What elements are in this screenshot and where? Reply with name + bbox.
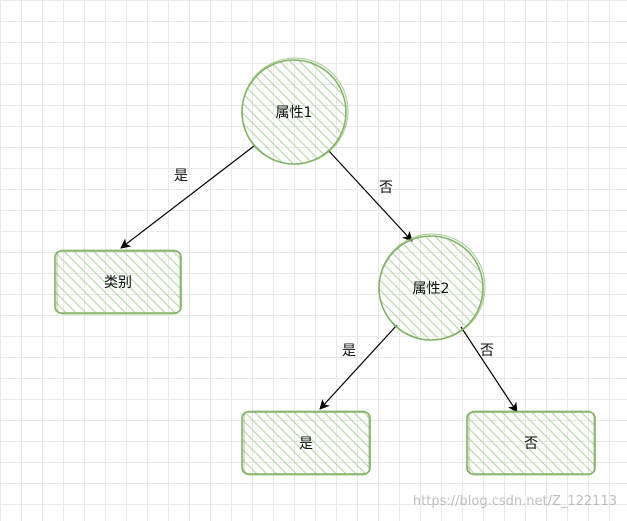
node-no-leaf: 否 <box>466 410 596 476</box>
node-attribute-1: 属性1 <box>241 57 349 165</box>
node-yes-leaf: 是 <box>241 410 371 476</box>
edge-attr2-to-yes <box>319 324 398 410</box>
edge-label-attr2-no: 否 <box>480 343 494 359</box>
node-no-leaf-label: 否 <box>524 436 538 452</box>
edge-attr1-to-class <box>120 145 255 249</box>
edge-attr2-to-no <box>460 326 518 413</box>
watermark-text: https://blog.csdn.net/Z_122113 <box>412 494 617 509</box>
node-attribute-2-label: 属性2 <box>413 281 450 297</box>
edge-label-attr2-yes: 是 <box>342 343 356 359</box>
node-class-leaf-label: 类别 <box>104 275 132 291</box>
edge-attr1-to-attr2 <box>327 149 413 242</box>
node-yes-leaf-label: 是 <box>299 436 313 452</box>
edge-label-attr1-no: 否 <box>379 180 393 196</box>
edge-label-attr1-yes: 是 <box>174 168 188 184</box>
node-class-leaf: 类别 <box>54 249 182 315</box>
node-attribute-2: 属性2 <box>378 233 486 341</box>
node-attribute-1-label: 属性1 <box>276 105 313 121</box>
